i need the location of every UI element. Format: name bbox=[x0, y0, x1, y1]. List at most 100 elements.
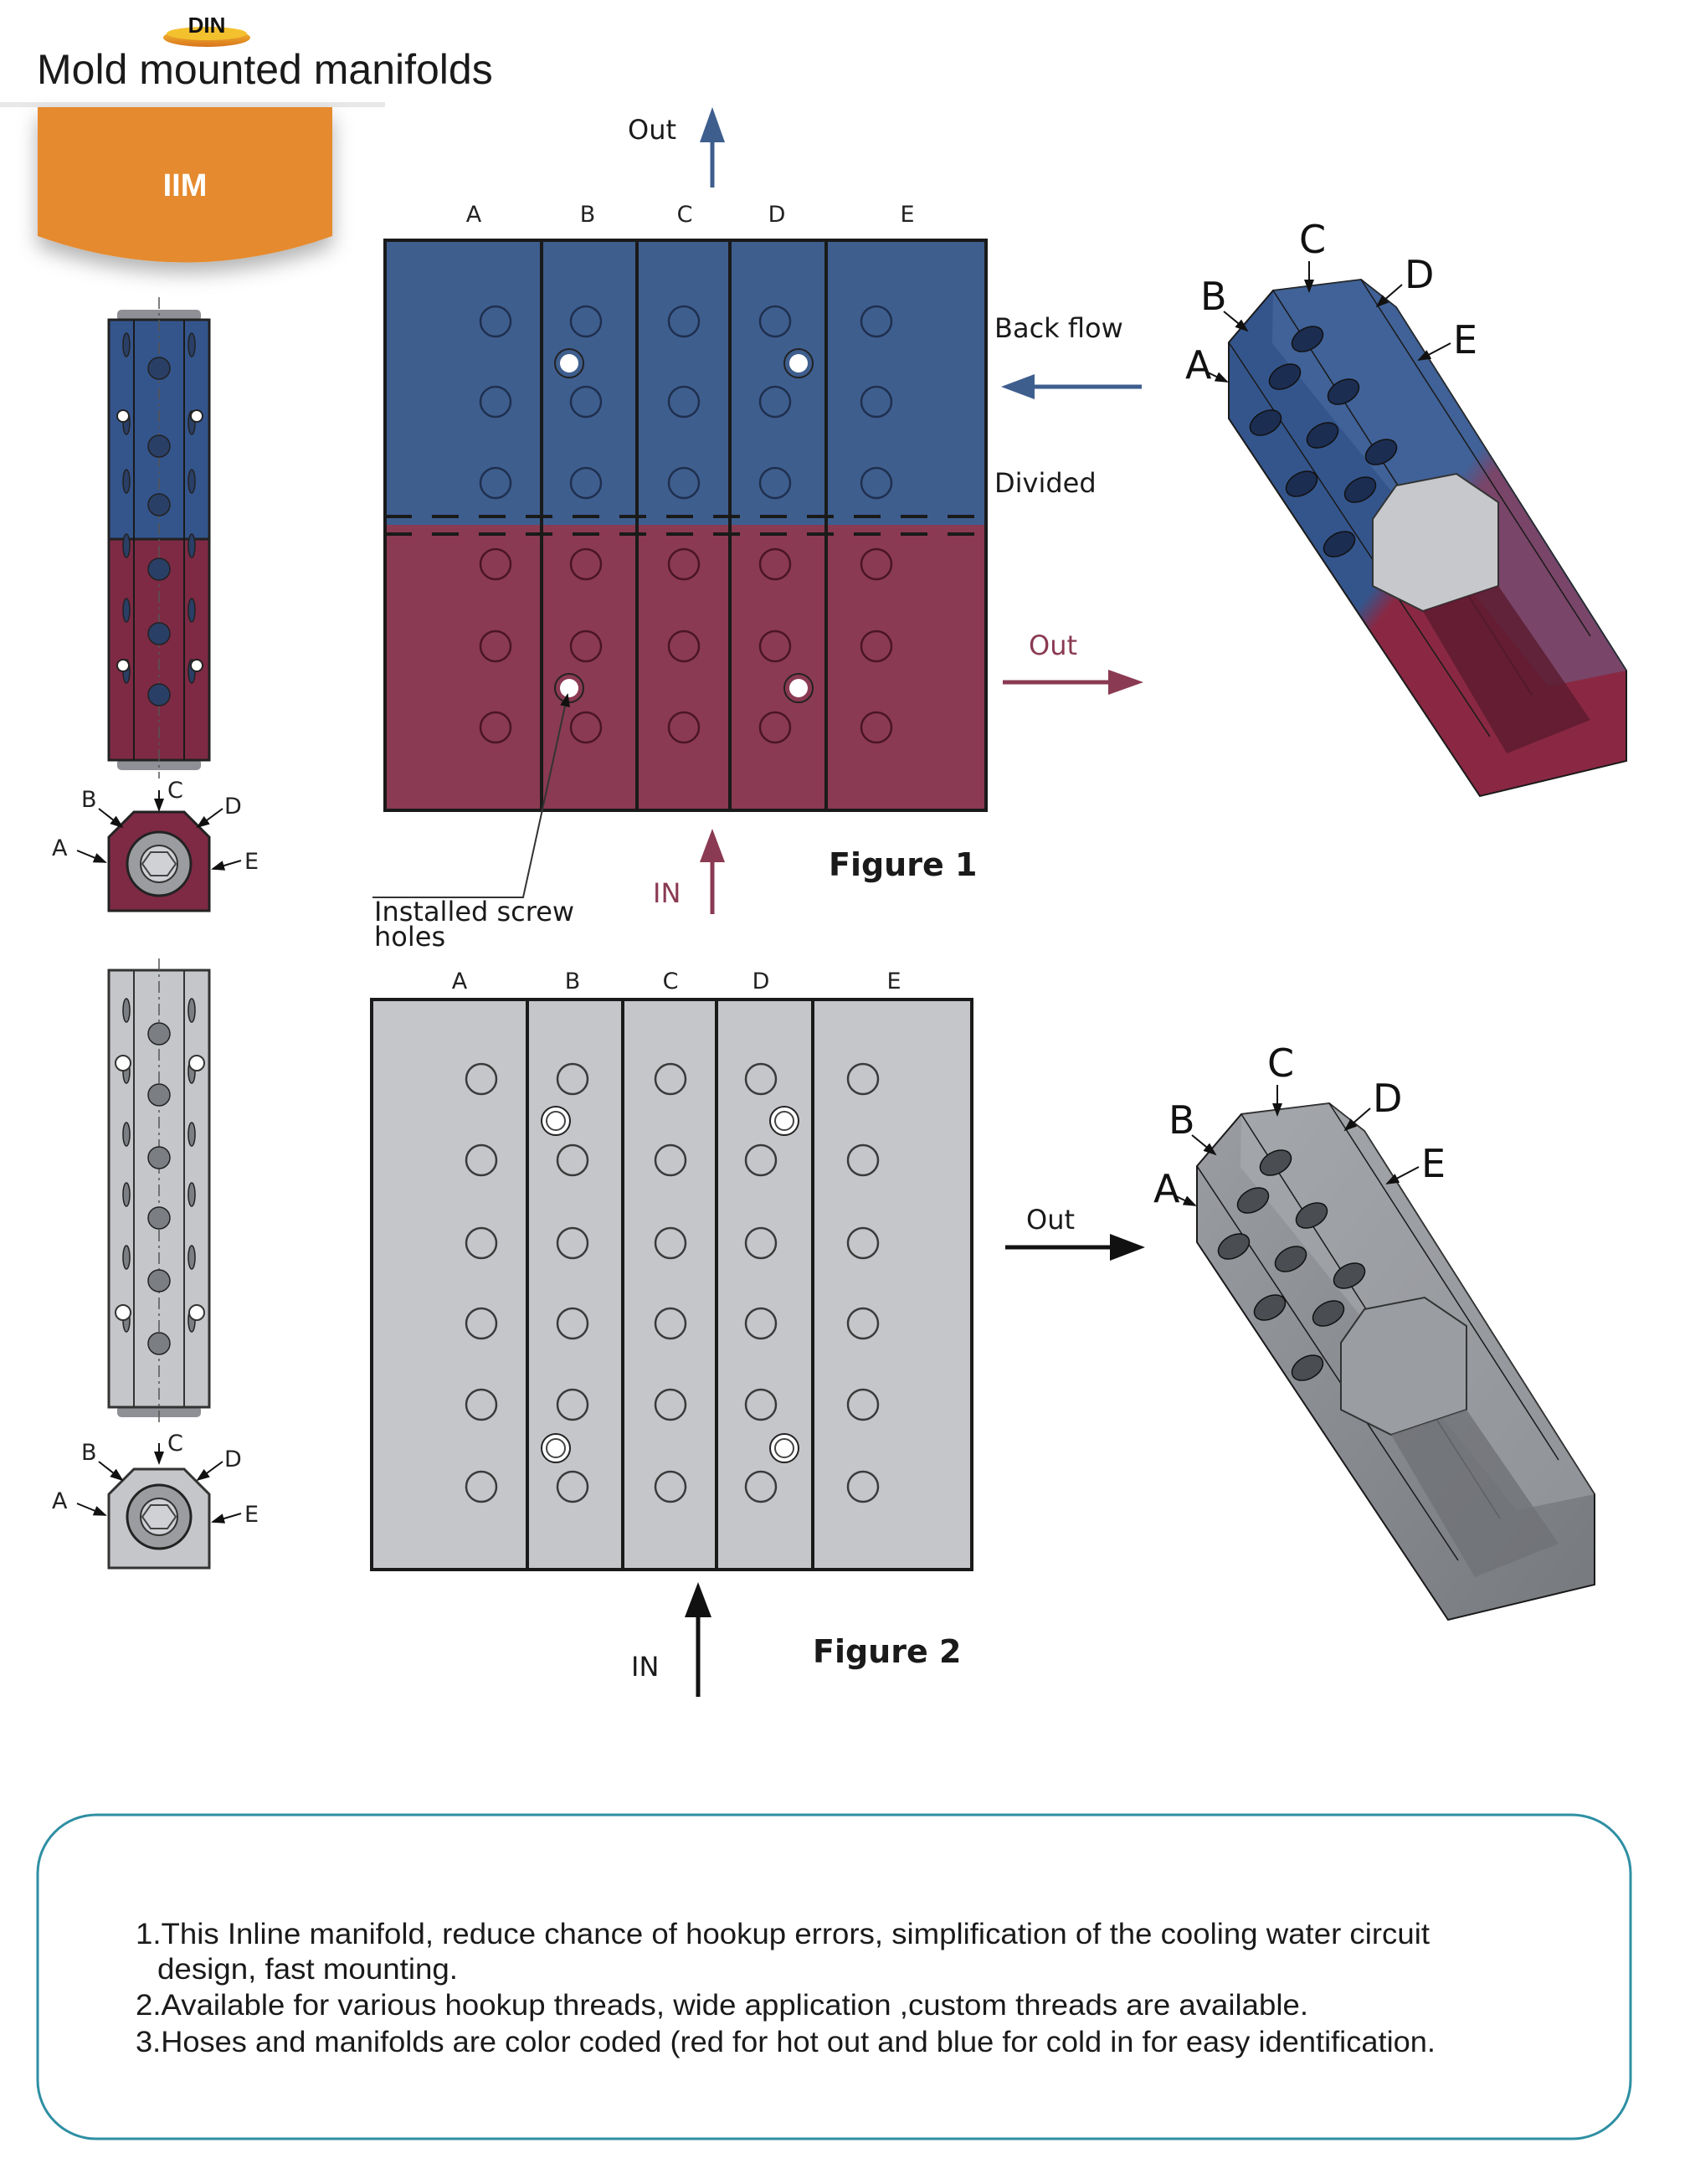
side-port bbox=[187, 1182, 196, 1207]
cutaway-bore bbox=[1340, 1296, 1467, 1436]
port-hole bbox=[1274, 1246, 1307, 1272]
iso-arrow bbox=[1223, 311, 1249, 332]
side-port bbox=[122, 1122, 131, 1147]
section-arrow bbox=[196, 1461, 223, 1482]
figure1-panel bbox=[383, 239, 988, 812]
fig2-out-label: Out bbox=[1026, 1204, 1075, 1236]
screw-callout-line1: Installed screw bbox=[374, 896, 574, 928]
port-hole bbox=[1268, 363, 1302, 390]
page-title: Mold mounted manifolds bbox=[37, 46, 493, 93]
header-divider bbox=[0, 102, 385, 107]
port-hole bbox=[465, 1388, 498, 1421]
edge-line bbox=[1228, 342, 1491, 737]
port-hole bbox=[667, 305, 701, 338]
port-hole bbox=[556, 1470, 589, 1503]
cross-section-gray bbox=[107, 1467, 211, 1570]
back-flow-arrow-head bbox=[1001, 374, 1035, 399]
port-hole bbox=[1285, 470, 1318, 497]
iso-arrow bbox=[1385, 1166, 1420, 1184]
out-arrow-head bbox=[700, 107, 725, 142]
fig2-in-arrow-head bbox=[685, 1582, 711, 1617]
port-hole bbox=[758, 630, 792, 663]
side-port bbox=[122, 1182, 131, 1207]
port-hole bbox=[147, 357, 171, 380]
figure2-panel bbox=[370, 998, 973, 1571]
bore-interior bbox=[1423, 586, 1590, 753]
port-hole bbox=[667, 547, 701, 581]
column-label-e: E bbox=[886, 969, 901, 994]
port-hole bbox=[744, 1226, 778, 1260]
edge-line bbox=[1360, 279, 1591, 637]
port-hole bbox=[465, 1470, 498, 1503]
side-port bbox=[187, 1122, 196, 1147]
iso-label-b: B bbox=[1169, 1097, 1195, 1143]
port-hole bbox=[1323, 531, 1356, 558]
bore-interior bbox=[1391, 1410, 1559, 1577]
screw-callout-line2: holes bbox=[374, 921, 445, 953]
column-label-d: D bbox=[768, 202, 786, 228]
screw-hole-ring bbox=[783, 673, 814, 703]
port-hole bbox=[654, 1470, 687, 1503]
section-label-c: C bbox=[167, 1431, 183, 1457]
port-hole bbox=[654, 1388, 687, 1421]
port-hole bbox=[667, 711, 701, 744]
port-hole bbox=[147, 434, 171, 458]
iso-arrow bbox=[1175, 1195, 1197, 1206]
iso-label-a: A bbox=[1185, 342, 1212, 388]
figure2-caption: Figure 2 bbox=[813, 1633, 961, 1670]
port-hole bbox=[569, 305, 603, 338]
port-hole bbox=[465, 1143, 498, 1177]
port-hole bbox=[758, 385, 792, 419]
port-hole bbox=[1259, 1149, 1292, 1176]
port-hole bbox=[147, 1269, 171, 1292]
port-hole bbox=[479, 711, 512, 744]
port-hole bbox=[654, 1062, 687, 1096]
port-hole bbox=[744, 1307, 778, 1340]
port-hole bbox=[654, 1143, 687, 1177]
side-view-colored bbox=[107, 297, 211, 779]
side-port bbox=[187, 533, 196, 558]
port-hole bbox=[556, 1307, 589, 1340]
port-hole bbox=[147, 683, 171, 707]
port-hole bbox=[860, 630, 893, 663]
fig1-out-top-label: Out bbox=[628, 114, 676, 146]
port-hole bbox=[667, 466, 701, 500]
iso-label-e: E bbox=[1421, 1141, 1446, 1186]
screw-hole-callout-line bbox=[372, 693, 570, 898]
port-hole bbox=[556, 1143, 589, 1177]
port-hole bbox=[667, 630, 701, 663]
port-hole bbox=[758, 711, 792, 744]
cutaway-bore bbox=[1372, 472, 1499, 613]
port-hole bbox=[147, 1206, 171, 1230]
installed-screw-hole bbox=[774, 1111, 794, 1131]
iso-label-d: D bbox=[1405, 252, 1434, 297]
port-hole bbox=[846, 1062, 880, 1096]
port-hole bbox=[147, 622, 171, 645]
port-hole bbox=[465, 1307, 498, 1340]
port-hole bbox=[654, 1226, 687, 1260]
column-label-b: B bbox=[565, 969, 581, 994]
installed-screw-hole bbox=[546, 1438, 566, 1458]
fig1-in-label: IN bbox=[653, 877, 681, 909]
note-line-3: 3.Hoses and manifolds are color coded (r… bbox=[136, 2026, 1436, 2058]
installed-screw-hole bbox=[774, 1438, 794, 1458]
port-hole bbox=[1249, 409, 1282, 436]
iso-arrow bbox=[1191, 1134, 1217, 1156]
port-hole bbox=[569, 547, 603, 581]
port-hole bbox=[1291, 1354, 1324, 1381]
side-view-gray bbox=[107, 958, 211, 1423]
hot-out-arrow-head bbox=[1108, 670, 1143, 695]
section-label-e: E bbox=[244, 849, 259, 875]
section-arrow bbox=[98, 1461, 124, 1482]
port-hole bbox=[479, 630, 512, 663]
port-hole bbox=[758, 547, 792, 581]
port-hole bbox=[654, 1307, 687, 1340]
iso-label-c: C bbox=[1267, 1041, 1294, 1086]
port-hole bbox=[147, 493, 171, 516]
port-hole bbox=[569, 385, 603, 419]
port-hole bbox=[1295, 1202, 1328, 1229]
side-port bbox=[187, 598, 196, 623]
port-hole bbox=[569, 711, 603, 744]
fig1-out-right-label: Out bbox=[1029, 630, 1077, 661]
